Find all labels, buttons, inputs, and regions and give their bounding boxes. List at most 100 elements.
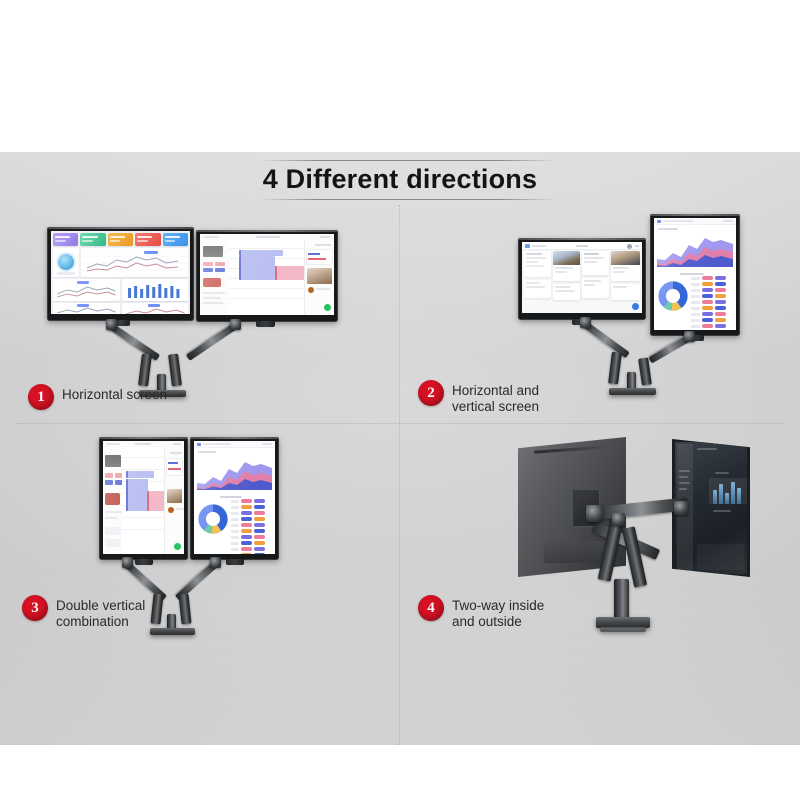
- stat-card: [162, 233, 189, 246]
- bar: [713, 490, 717, 504]
- board-card[interactable]: [582, 278, 609, 298]
- area-chart-icon: [657, 238, 733, 267]
- line-chart-icon: [56, 286, 116, 298]
- stat-card: [53, 233, 79, 246]
- calendar-event[interactable]: [126, 479, 149, 511]
- board-column: [611, 251, 640, 311]
- bar: [737, 488, 741, 504]
- dark-nav-item: [679, 470, 690, 472]
- line-chart-icon: [56, 307, 116, 314]
- line-chart-icon: [125, 308, 185, 314]
- data-table: [691, 276, 733, 330]
- calendar-event[interactable]: [239, 250, 284, 256]
- ui-analytics: [194, 441, 275, 554]
- board-card[interactable]: [553, 284, 580, 300]
- board-card[interactable]: [611, 284, 640, 300]
- table-row: [691, 300, 733, 304]
- bezel-highlight: [518, 238, 646, 240]
- monitor-arm-stand-1: [100, 319, 250, 400]
- table-row: [231, 511, 272, 515]
- table-row: [691, 282, 733, 286]
- dark-nav-item: [679, 488, 687, 490]
- board-card[interactable]: [582, 251, 609, 275]
- table-row: [691, 312, 733, 316]
- infographic-panel: 4 Different directions: [0, 152, 800, 745]
- board-card[interactable]: [553, 251, 580, 281]
- monitor-neck: [226, 559, 244, 565]
- board-column: [553, 251, 580, 311]
- page-title: 4 Different directions: [262, 164, 538, 194]
- monitor-3-right: [190, 437, 279, 565]
- monitor-neck: [135, 559, 153, 565]
- table-row: [231, 535, 272, 539]
- bezel-highlight: [196, 230, 338, 232]
- table-row: [691, 288, 733, 292]
- caption-1: 1 Horizontal screen: [28, 384, 167, 410]
- caption-label-4: Two-way inside and outside: [452, 598, 545, 629]
- monitor-2-left: [518, 238, 646, 325]
- table-row: [231, 523, 272, 527]
- table-row: [231, 547, 272, 551]
- dark-title: [697, 448, 717, 450]
- calendar-grid: [229, 240, 310, 315]
- stat-card-row: [53, 233, 189, 246]
- ui-dashboard: [51, 231, 190, 314]
- caption-3: 3 Double vertical combination: [22, 595, 145, 629]
- dark-chart-card: [709, 478, 747, 504]
- board-toolbar: [522, 242, 642, 250]
- ui-calendar: [200, 234, 334, 315]
- monitor-neck: [256, 321, 275, 327]
- analytics-toolbar: [654, 218, 736, 225]
- table-row: [231, 529, 272, 533]
- ui-analytics: [654, 218, 736, 330]
- gauge-card: [53, 248, 79, 277]
- calendar-sidebar: [103, 447, 124, 554]
- calendar-event[interactable]: [275, 266, 310, 280]
- calendar-event[interactable]: [126, 471, 155, 478]
- table-row: [691, 318, 733, 322]
- monitor-neck: [686, 335, 704, 341]
- monitor-3-left: [99, 437, 188, 565]
- calendar-sidebar: [200, 240, 231, 315]
- line-chart-card: [81, 248, 188, 277]
- board-card[interactable]: [524, 251, 551, 277]
- table-row: [691, 276, 733, 280]
- area-chart: [197, 456, 272, 492]
- table-row: [691, 306, 733, 310]
- bezel-highlight: [47, 227, 194, 229]
- step-badge-4: 4: [418, 595, 444, 621]
- divider-vertical: [399, 205, 400, 745]
- screen-calendar: [200, 234, 334, 315]
- ui-calendar: [103, 441, 184, 554]
- board-column: [524, 251, 551, 311]
- monitor-arm-stand-4: [570, 493, 750, 653]
- caption-label-2: Horizontal and vertical screen: [452, 383, 540, 414]
- donut-chart: [198, 504, 228, 534]
- dark-footer-panel: [697, 544, 744, 570]
- caption-2: 2 Horizontal and vertical screen: [418, 380, 539, 414]
- board-card[interactable]: [611, 251, 640, 281]
- product-photo-scene: [490, 437, 790, 667]
- board-card[interactable]: [524, 280, 551, 298]
- bar-chart-card: [121, 279, 188, 301]
- stat-card: [107, 233, 134, 246]
- calendar-right-panel: [163, 447, 184, 554]
- table-row: [231, 499, 272, 503]
- data-table: [231, 499, 272, 554]
- divider-horizontal: [16, 423, 786, 424]
- title-rule-bottom: [258, 199, 558, 200]
- fab-add-button[interactable]: [632, 303, 639, 310]
- dark-nav-item: [679, 476, 688, 478]
- monitor-back-panel-seam: [544, 541, 606, 563]
- calendar-event[interactable]: [147, 491, 168, 511]
- calendar-event[interactable]: [239, 256, 276, 280]
- bar: [725, 493, 729, 504]
- monitor-neck: [111, 320, 130, 326]
- dark-label: [715, 472, 729, 474]
- bezel-highlight: [650, 214, 740, 216]
- dark-nav-item: [679, 482, 690, 484]
- analytics-toolbar: [194, 441, 275, 448]
- bar: [719, 484, 723, 504]
- step-badge-1: 1: [28, 384, 54, 410]
- stat-card: [135, 233, 161, 246]
